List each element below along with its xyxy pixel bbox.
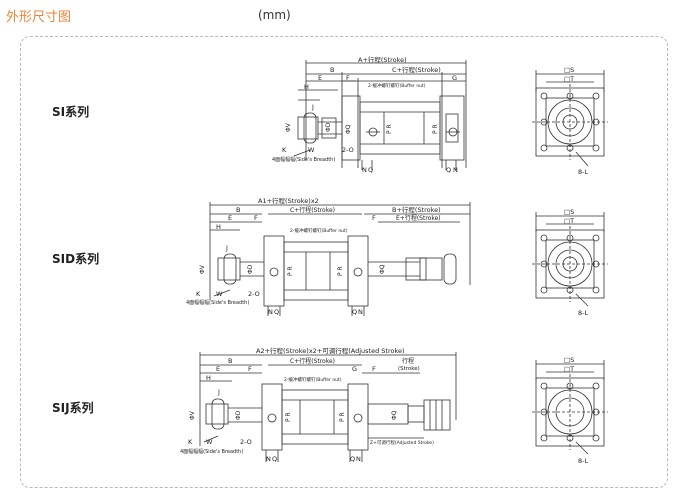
- sid-dim-f1: F: [254, 214, 258, 222]
- sid-end-l: 8-L: [578, 309, 588, 317]
- sij-dim-q1: Q: [272, 455, 277, 463]
- si-dim-a: A+行程(Stroke): [358, 55, 407, 64]
- si-dim-n2: N: [453, 166, 458, 174]
- sid-dim-v: ΦV: [199, 264, 206, 274]
- sid-dim-h: H: [216, 223, 221, 231]
- sij-dim-n2: N: [356, 455, 361, 463]
- sij-dim-pr-1: P R: [285, 412, 292, 422]
- sij-adjusted-stroke: Z+可调行程(Adjusted Stroke): [370, 439, 434, 446]
- si-end-view: [532, 70, 608, 167]
- sid-end-view: [532, 212, 608, 307]
- sij-end-s: □S: [564, 356, 574, 364]
- si-end-s: □S: [564, 66, 574, 74]
- sid-dim-b: B: [236, 206, 240, 214]
- sid-dim-o: 2-O: [248, 290, 260, 298]
- sid-dim-j: J: [225, 244, 228, 252]
- sij-stroke-sub: (Stroke): [398, 366, 420, 372]
- sid-dim-pr-1: P R: [287, 266, 294, 276]
- si-dim-d: ΦD: [325, 122, 332, 132]
- sid-end-t: □T: [564, 217, 574, 225]
- si-dim-n1: N: [362, 166, 367, 174]
- sij-dim-e: E: [216, 365, 220, 373]
- sid-dim-c: C+行程(Stroke): [290, 206, 335, 214]
- si-dim-k: K: [282, 146, 287, 154]
- sid-dim-n1: N: [268, 308, 273, 316]
- si-dim-q1: Q: [368, 166, 373, 174]
- sij-end-l: 8-L: [578, 457, 588, 465]
- sid-dim-pr-2: P R: [337, 266, 344, 276]
- si-dim-pr-2: P R: [432, 124, 439, 134]
- sid-dim-q: ΦQ: [379, 264, 386, 274]
- sij-dim-d: ΦD: [235, 410, 242, 420]
- si-dim-q: ΦQ: [345, 124, 352, 134]
- sij-dim-q: ΦQ: [391, 410, 398, 420]
- sij-dim-a2: A2+行程(Stroke)x2+可调行程(Adjusted Stroke): [256, 346, 405, 355]
- si-dim-q2: Q: [446, 166, 451, 174]
- si-dim-b: B: [330, 66, 334, 74]
- si-dim-f: F: [346, 74, 350, 82]
- si-dim-o: 2-O: [342, 146, 354, 154]
- sij-dim-pr-2: P R: [339, 412, 346, 422]
- si-dim-c: C+行程(Stroke): [392, 65, 441, 74]
- sij-end-view: [532, 360, 608, 455]
- sij-dim-o: 2-O: [240, 438, 252, 446]
- sij-dim-q2: Q: [350, 455, 355, 463]
- sij-dim-n1: N: [266, 455, 271, 463]
- sid-dim-n2: N: [358, 308, 363, 316]
- sij-dim-v: ΦV: [189, 410, 196, 420]
- sid-dim-estroke: E+行程(Stroke): [396, 214, 441, 222]
- sij-dim-g: G: [352, 365, 357, 373]
- sid-end-s: □S: [564, 208, 574, 216]
- si-dim-g: G: [452, 74, 457, 82]
- series-label-sid: SID系列: [52, 252, 100, 266]
- sid-buffer-note: 2-缓冲螺钉螺钉(Buffer nut): [290, 227, 348, 234]
- sid-side-view: [209, 202, 471, 316]
- sij-buffer-note: 2-缓冲螺钉螺钉(Buffer nut): [284, 376, 342, 383]
- sij-side-view: [199, 352, 457, 462]
- si-dim-w: W: [308, 146, 315, 154]
- si-dim-j: J: [311, 103, 314, 111]
- sij-side-breadth: 4面幅幅幅(Side's Breadth): [180, 448, 243, 455]
- sij-dim-w: W: [206, 438, 213, 446]
- si-end-t: □T: [564, 75, 574, 83]
- si-end-l: 8-L: [578, 168, 588, 176]
- sid-dim-a1: A1+行程(Stroke)x2: [258, 196, 319, 205]
- series-label-si: SI系列: [52, 105, 90, 119]
- si-dim-v: ΦV: [285, 122, 292, 132]
- si-dim-h: H: [304, 83, 309, 91]
- sij-dim-b: B: [228, 357, 232, 365]
- sij-dim-k: K: [188, 438, 193, 446]
- sij-end-t: □T: [564, 365, 574, 373]
- series-label-sij: SIJ系列: [52, 401, 94, 415]
- sij-dim-f2: F: [372, 365, 376, 373]
- si-dim-pr-1: P R: [386, 124, 393, 134]
- sid-dim-bstroke: B+行程(Stroke): [392, 205, 441, 214]
- sij-dim-j: J: [217, 388, 220, 396]
- sid-dim-d: ΦD: [247, 264, 254, 274]
- drawing-frame: [20, 36, 668, 488]
- sij-stroke-label: 行程: [402, 357, 414, 365]
- sid-side-breadth: 4面幅幅幅(Side's Breadth): [186, 299, 249, 306]
- sid-dim-e: E: [228, 214, 232, 222]
- sid-dim-f2: F: [372, 214, 376, 222]
- sij-dim-c: C+行程(Stroke): [290, 357, 335, 365]
- sid-dim-q2: Q: [352, 308, 357, 316]
- unit-label: (mm): [258, 8, 291, 22]
- sij-dim-f1: F: [248, 365, 252, 373]
- si-side-breadth: 4面幅幅幅(Side's Breadth): [272, 156, 335, 163]
- sid-dim-w: W: [216, 290, 223, 298]
- si-dim-e: E: [318, 74, 322, 82]
- page-title: 外形尺寸图: [6, 10, 72, 25]
- sij-dim-h: H: [206, 374, 211, 382]
- sid-dim-q1: Q: [274, 308, 279, 316]
- si-buffer-note: 2-缓冲螺钉螺钉(Buffer nut): [368, 82, 426, 89]
- sid-dim-k: K: [196, 290, 201, 298]
- si-side-view: [293, 60, 467, 170]
